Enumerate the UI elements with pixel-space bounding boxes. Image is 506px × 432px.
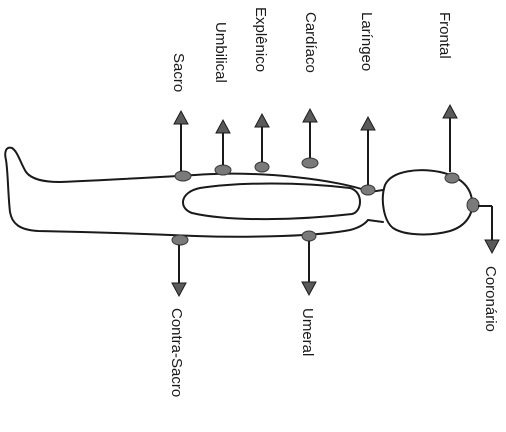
arrow-frontal — [443, 105, 457, 172]
arrow-umeral — [302, 241, 316, 295]
arrows — [172, 105, 499, 296]
point-umeral — [302, 231, 316, 241]
point-cardiaco — [302, 158, 318, 168]
label-sacro: Sacro — [170, 53, 187, 92]
arrow-umbilical — [216, 120, 230, 165]
arrow-contra-sacro — [172, 245, 186, 296]
arm-outline — [183, 184, 360, 220]
point-coronario — [467, 198, 479, 212]
labels: Frontal Laríngeo Cardíaco Explênico Umbi… — [168, 7, 499, 397]
label-coronario: Coronário — [482, 266, 499, 332]
point-contra-sacro — [172, 235, 188, 245]
arrow-coronario — [478, 206, 499, 253]
label-contra-sacro: Contra-Sacro — [168, 308, 185, 397]
label-laringeo: Laríngeo — [358, 12, 375, 71]
point-frontal — [445, 173, 459, 183]
point-sacro — [175, 171, 191, 181]
arrow-sacro — [174, 111, 188, 171]
arrow-laringeo — [361, 117, 375, 185]
point-laringeo — [361, 185, 375, 195]
body-outline — [5, 148, 472, 237]
point-umbilical — [215, 165, 231, 175]
label-umeral: Umeral — [299, 308, 316, 356]
label-umbilical: Umbilical — [212, 22, 229, 83]
label-cardiaco: Cardíaco — [302, 12, 319, 73]
arrow-esplenico — [255, 114, 269, 162]
label-esplenico: Explênico — [252, 7, 269, 72]
point-esplenico — [255, 162, 269, 172]
label-frontal: Frontal — [436, 12, 453, 59]
arrow-cardiaco — [303, 109, 317, 158]
